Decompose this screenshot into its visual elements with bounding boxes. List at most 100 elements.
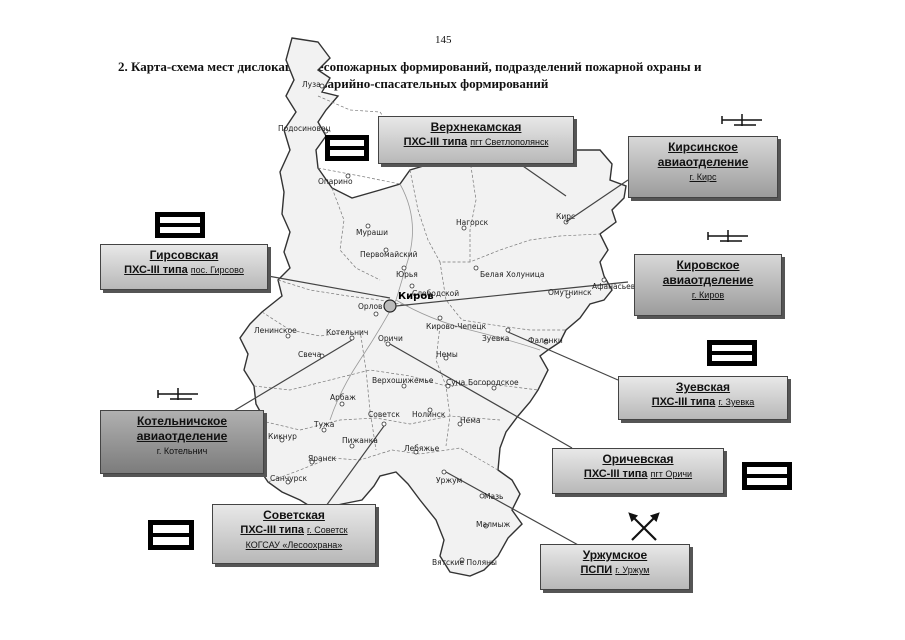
leader-verkhnekamskaya [519,163,567,197]
city-label-svecha: Свеча [298,350,322,359]
city-dot [479,493,485,499]
callout-name: Уржумское [582,548,648,562]
callout-name: Советская [263,508,325,522]
city-label-kirs: Кирс [556,212,576,221]
callout-kirovskoe: Кировское авиаотделение г. Киров [634,254,782,316]
callout-name-2: авиаотделение [136,429,228,443]
city-dot [505,327,511,333]
city-dot [565,293,571,299]
city-dot [365,223,371,229]
callout-name-2: авиаотделение [662,273,754,287]
leader-zuevskaya [507,331,619,381]
flag-marker [148,520,194,550]
map-title-line2: аварийно-спасательных формирований [314,76,549,91]
city-label-yaransk: Яранск [308,454,337,463]
flag-marker [325,135,369,161]
callout-name: Кирсинское [668,140,738,154]
callout-name: Зуевская [675,380,731,394]
city-dot [441,469,447,475]
city-dot [409,283,415,289]
city-label-vyatskie-polyany: Вятские Поляны [432,558,497,567]
city-dot [285,479,291,485]
city-dot [339,401,345,407]
city-label-yurya: Юрья [396,270,418,279]
city-label-nemy: Немы [436,350,458,359]
city-dot [279,437,285,443]
city-dot [437,315,443,321]
city-label-urzhum: Уржум [436,476,463,485]
city-dot [401,383,407,389]
city-dot [457,421,463,427]
city-label-falenki: Фаленки [528,336,563,345]
city-label-zuevka: Зуевка [482,334,510,343]
city-dot [473,265,479,271]
callout-location: г. Зуевка [718,397,755,407]
city-label-oparino: Опарино [318,177,353,186]
city-dot [309,459,315,465]
callout-location: г. Котельнич [156,446,208,456]
callout-type: ПХС-III типа [583,468,648,480]
city-label-slobodskoy: Слободской [412,289,460,298]
callout-name: Котельничское [136,414,228,428]
callout-location: г. Советск [307,525,348,535]
city-label-kirov: Киров [398,291,434,302]
callout-type: ПХС-III типа [651,396,716,408]
crossed-tools-icon [628,512,660,541]
callout-type: ПХС-III типа [403,136,468,148]
leader-girsovskaya [267,275,391,299]
city-dot [459,557,465,563]
city-label-bogorodskoe: Богородское [468,378,519,387]
kirov-marker [383,299,397,313]
callout-zuevskaya: Зуевская ПХС-III типа г. Зуевка [618,376,788,420]
callout-kirsinskoe: Кирсинское авиаотделение г. Кирс [628,136,778,198]
city-label-malmyzh: Малмыж [476,520,511,529]
flag-marker [707,340,757,366]
city-dot [491,385,497,391]
city-label-nagorsk: Нагорск [456,218,489,227]
callout-sovetskaya: Советская ПХС-III типа г. Советск КОГСАУ… [212,504,376,564]
callout-name: Оричевская [602,452,674,466]
callout-location: г. Уржум [615,565,650,575]
city-label-kikur: Кикнур [268,432,297,441]
callout-organization: КОГСАУ «Лесоохрана» [245,540,343,550]
city-dot [427,407,433,413]
city-label-belaya-kholunitsa: Белая Холуница [480,270,545,279]
callout-location: пгт Оричи [650,469,693,479]
aircraft-icon-kotelnich [157,388,198,400]
city-dot [381,421,387,427]
region-outline [239,37,627,577]
city-label-pizhanka: Пижанка [342,436,378,445]
city-dot [349,443,355,449]
callout-verkhnekamskaya: Верхнекамская ПХС-III типа пгт Светлопол… [378,116,574,164]
city-dot [445,383,451,389]
city-dot [543,339,549,345]
city-dot [413,449,419,455]
city-label-murashi: Мураши [356,228,389,237]
city-label-leninskoe: Ленинское [254,326,297,335]
leader-kirsinskoe [565,179,629,223]
callout-girsovskaya: Гирсовская ПХС-III типа пос. Гирсово [100,244,268,290]
city-dot [461,225,467,231]
city-label-arbazh: Арбаж [330,393,356,402]
aircraft-icon-kirov [707,230,748,242]
city-label-kotelnich: Котельнич [326,328,369,337]
callout-name-2: авиаотделение [657,155,749,169]
city-dot [383,247,389,253]
callout-kotelnichskoe: Котельничское авиаотделение г. Котельнич [100,410,264,474]
callout-location: пос. Гирсово [190,265,244,275]
flag-marker [742,462,792,490]
city-label-luza: Луза [302,80,321,89]
callout-name: Гирсовская [149,248,219,262]
city-label-mazh: Мазь [484,492,504,501]
city-dot [285,333,291,339]
city-label-orlov: Орлов [358,302,383,311]
city-label-suna: Суна [446,378,466,387]
city-label-omutninsk: Омутнинск [548,288,592,297]
aircraft-icon-kirs [721,114,762,126]
callout-location: г. Кирс [689,172,717,182]
city-label-kirovo-chepetsk: Кирово-Чепецк [426,322,487,331]
callout-type: ПСПИ [580,564,613,576]
city-dot [373,311,379,317]
callout-type: ПХС-III типа [124,264,188,276]
